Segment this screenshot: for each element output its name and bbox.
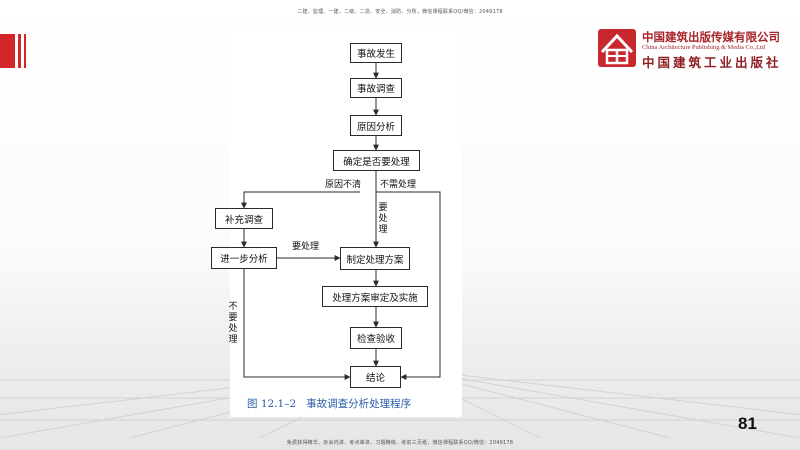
node-plan: 制定处理方案 bbox=[340, 247, 410, 270]
label-not-needed: 不要处理 bbox=[228, 302, 238, 345]
node-inspection: 检查验收 bbox=[350, 327, 402, 349]
node-conclusion: 结论 bbox=[350, 366, 401, 388]
figure-caption: 图 12.1–2 事故调查分析处理程序 bbox=[247, 396, 411, 411]
caption-number: 图 12.1–2 bbox=[247, 398, 297, 410]
label-no-need: 不需处理 bbox=[380, 180, 417, 190]
node-review: 处理方案审定及实施 bbox=[322, 286, 428, 307]
node-investigation: 事故调查 bbox=[350, 78, 402, 98]
publisher-name-calligraphy: 中国建筑工业出版社 bbox=[642, 55, 782, 70]
node-supplement: 补充调查 bbox=[215, 208, 273, 229]
publisher-name-cn: 中国建筑出版传媒有限公司 bbox=[642, 30, 780, 44]
label-cause-unclear: 原因不清 bbox=[325, 180, 362, 190]
publisher-name-en: China Architecture Publishing & Media Co… bbox=[642, 44, 766, 51]
node-further-analysis: 进一步分析 bbox=[211, 247, 277, 269]
arrow-further-conclusion bbox=[243, 269, 351, 380]
label-need-vertical: 要处理 bbox=[378, 203, 388, 235]
label-need-horizontal: 要处理 bbox=[292, 242, 320, 252]
caption-title: 事故调查分析处理程序 bbox=[306, 398, 412, 410]
header-watermark-note: 二建、监理、一建、二级、二造、安全、消防、分所，微信课程联系QQ/微信：2049… bbox=[297, 9, 503, 15]
red-accent-tab bbox=[0, 34, 26, 68]
arrow-decide-supplement bbox=[241, 191, 360, 209]
footer-watermark-note: 免费获得精华、杂会内讲、考点串讲、习题精练、考前三页纸，微信课程联系QQ/微信：… bbox=[286, 440, 514, 446]
node-decide: 确定是否要处理 bbox=[333, 150, 420, 171]
arrow-decide-no-need bbox=[376, 191, 441, 380]
page-number: 81 bbox=[738, 414, 757, 433]
publisher-logo-icon bbox=[598, 29, 636, 67]
node-accident: 事故发生 bbox=[350, 43, 402, 63]
node-cause-analysis: 原因分析 bbox=[350, 115, 402, 136]
